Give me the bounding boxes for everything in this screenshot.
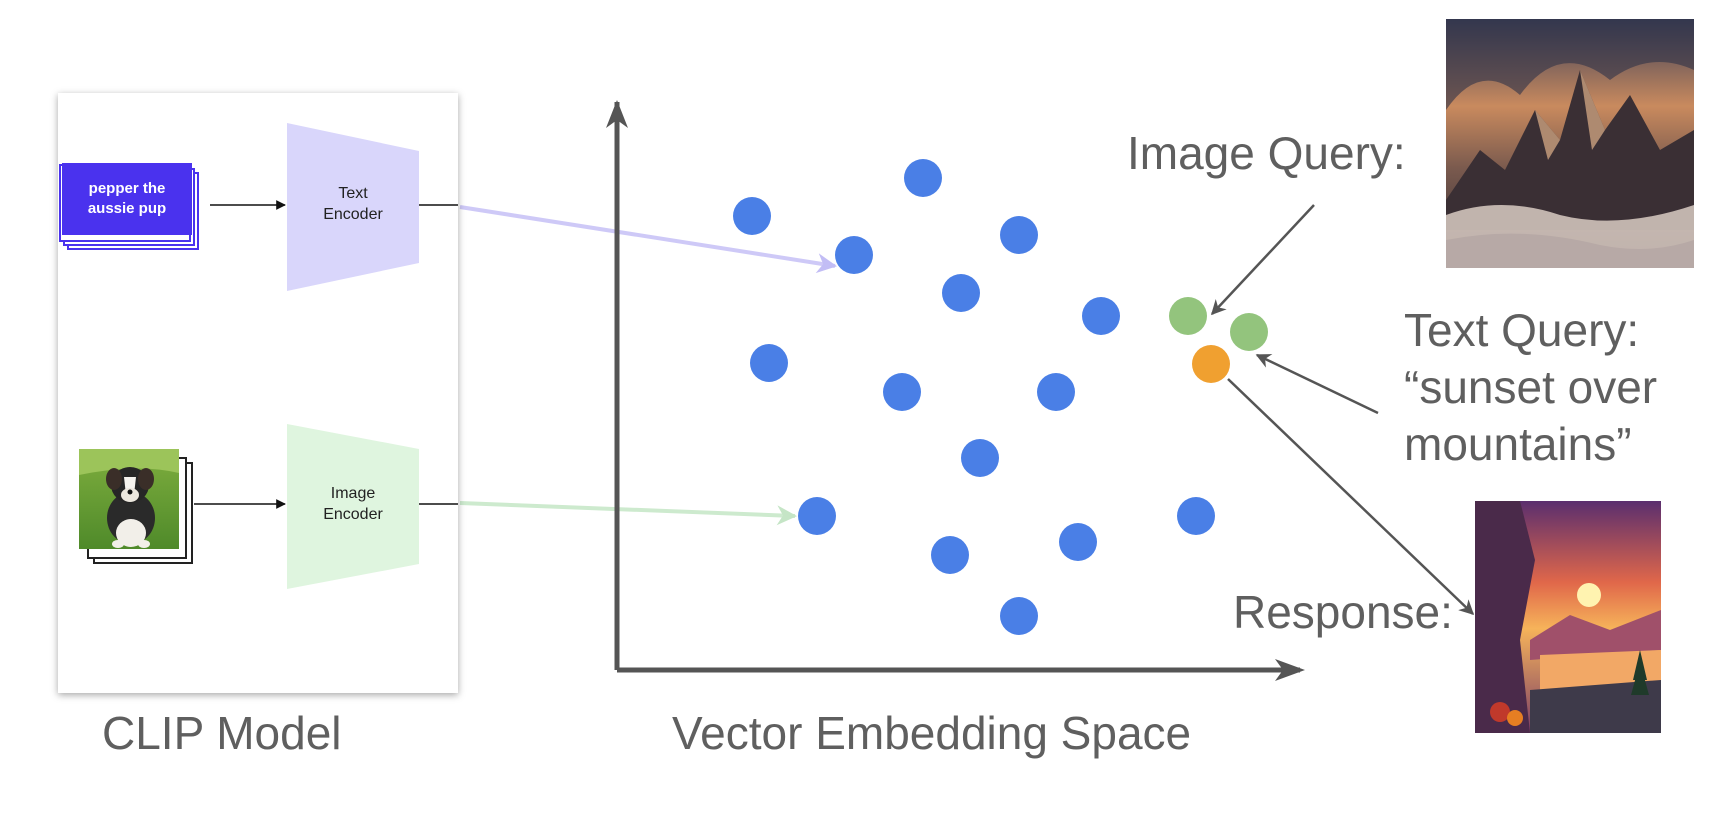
image-query-arrow [1210, 204, 1315, 316]
text-embedding-arrow [459, 205, 837, 274]
embedding-dot [1000, 216, 1038, 254]
response-label: Response: [1233, 586, 1453, 638]
image-query-label: Image Query: [1127, 127, 1406, 179]
vector-space-title: Vector Embedding Space [672, 707, 1192, 759]
embedding-dot [1082, 297, 1120, 335]
image-embedding-arrow [459, 501, 797, 526]
text-query-arrow [1255, 353, 1379, 415]
embedding-dot [798, 497, 836, 535]
embedding-dot [733, 197, 771, 235]
clip-model-panel: pepper the aussie pup Text Encoder Image… [58, 93, 458, 693]
image-query-dot [1169, 297, 1207, 335]
response-dot [1192, 345, 1230, 383]
clip-model-title: CLIP Model [102, 707, 342, 759]
embedding-points [733, 159, 1268, 635]
text-query-line: “sunset over [1404, 361, 1658, 413]
embedding-dot [904, 159, 942, 197]
image-encoder-label: Image Encoder [323, 485, 383, 523]
embedding-dot [961, 439, 999, 477]
embedding-dot [942, 274, 980, 312]
embedding-dot [1059, 523, 1097, 561]
text-input-card: pepper the aussie pup [62, 163, 192, 235]
sunset-image-icon [1475, 501, 1661, 733]
embedding-axes [606, 100, 1305, 681]
text-encoder-label: Text Encoder [323, 185, 383, 223]
text-query-line: mountains” [1404, 418, 1632, 470]
embedding-dot [931, 536, 969, 574]
embedding-dot [883, 373, 921, 411]
text-input-label: pepper the aussie pup [87, 180, 167, 217]
embedding-dot [1037, 373, 1075, 411]
embedding-dot [1000, 597, 1038, 635]
embedding-dot [835, 236, 873, 274]
text-query-label: Text Query: “sunset over mountains” [1404, 302, 1657, 473]
text-query-line: Text Query: [1404, 304, 1640, 356]
embedding-dot [750, 344, 788, 382]
dog-photo-icon [79, 449, 179, 549]
mountain-image-icon [1446, 19, 1694, 268]
response-arrow [1227, 378, 1475, 616]
image-encoder-block [287, 424, 419, 589]
text-encoder-block [287, 123, 419, 291]
text-query-dot [1230, 313, 1268, 351]
embedding-dot [1177, 497, 1215, 535]
